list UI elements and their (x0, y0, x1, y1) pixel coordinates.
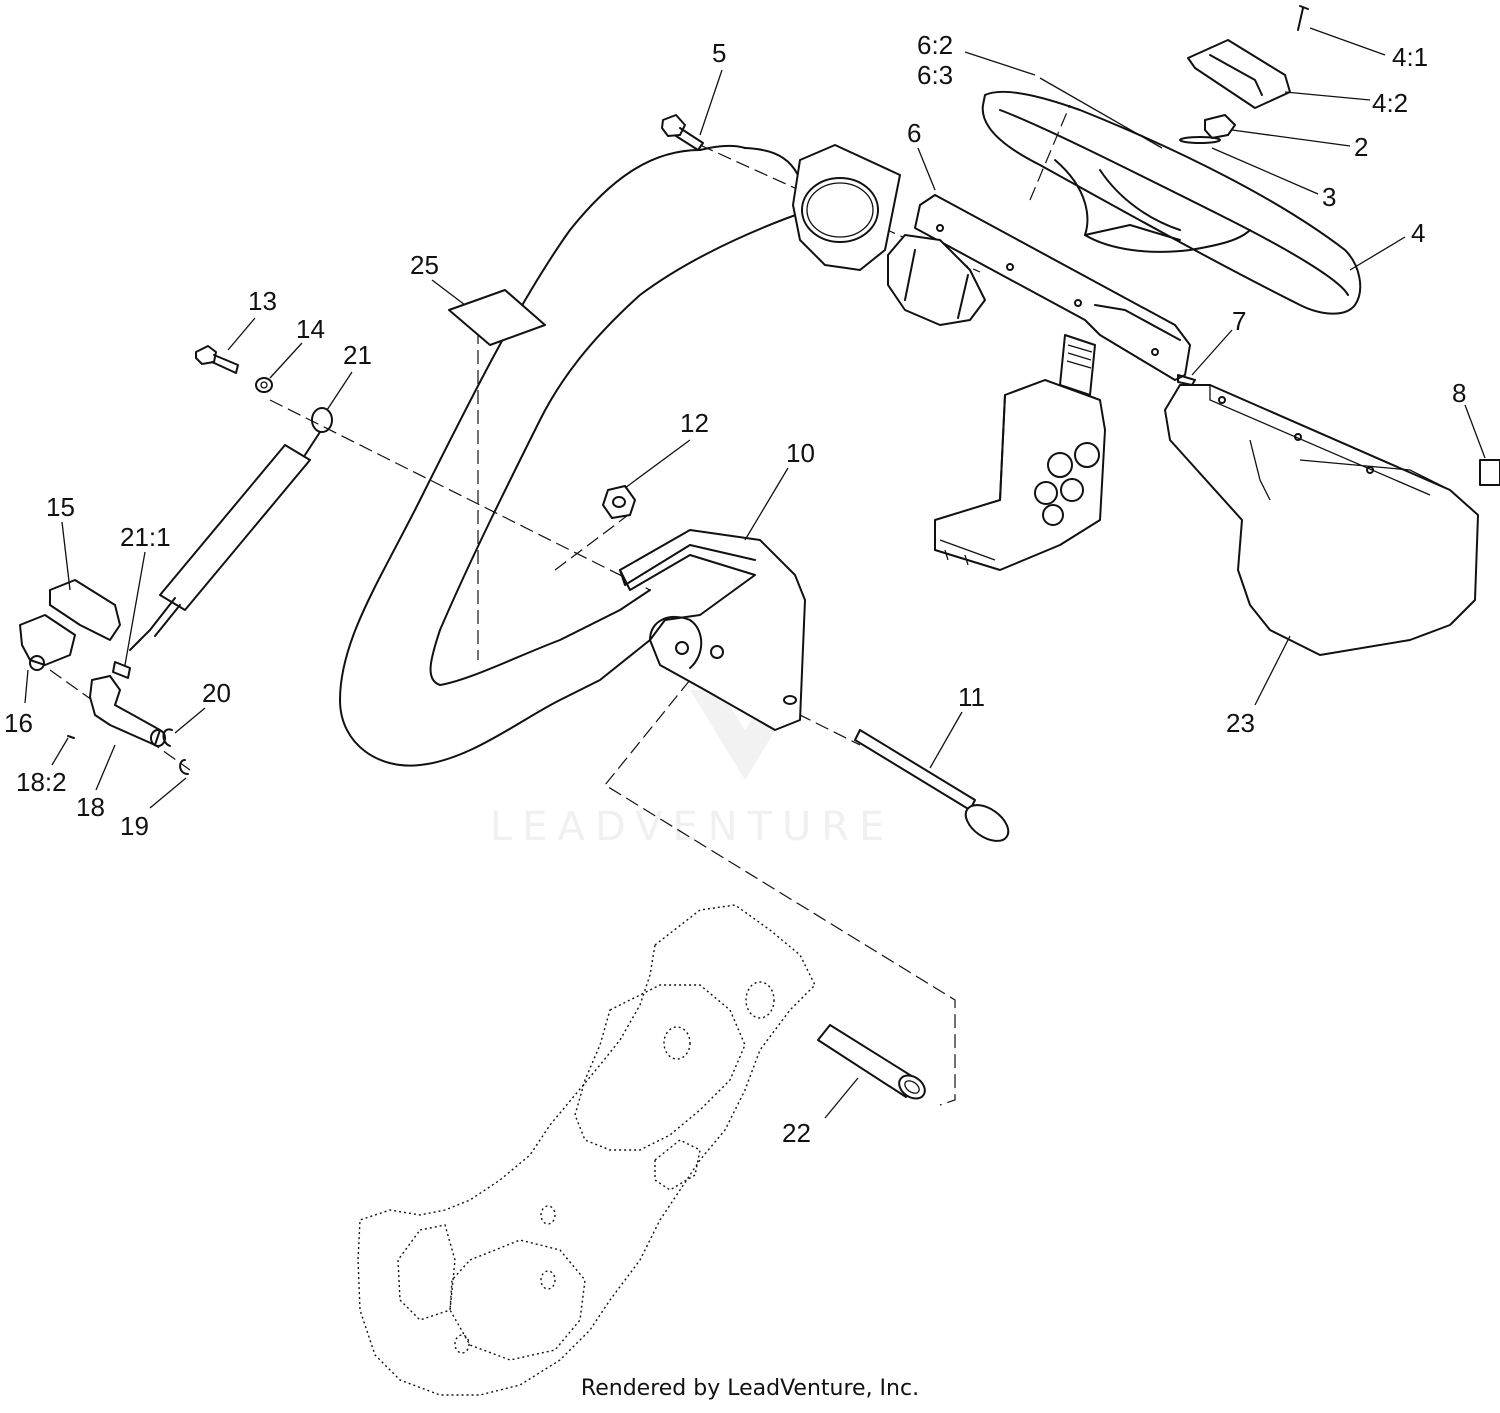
callout-12: 12 (680, 408, 709, 438)
callout-3: 3 (1322, 182, 1336, 212)
callout-5: 5 (712, 38, 726, 68)
leader-lines (24, 27, 1486, 1119)
callout-19: 19 (120, 811, 149, 841)
callout-21: 21 (343, 340, 372, 370)
steering-wheel (981, 90, 1362, 315)
callout-22: 22 (782, 1118, 811, 1148)
callout-4: 4 (1411, 218, 1425, 248)
callout-14: 14 (296, 314, 325, 344)
gas-spring (129, 407, 333, 651)
callout-6: 6 (907, 118, 921, 148)
callout-2: 2 (1354, 132, 1368, 162)
callout-labels: 5 6:2 6:3 4:1 4:2 2 3 4 6 7 8 25 13 14 2… (4, 30, 1466, 1148)
callout-4-1: 4:1 (1392, 42, 1428, 72)
hardware (195, 5, 1500, 519)
callout-23: 23 (1226, 708, 1255, 738)
callout-15: 15 (46, 492, 75, 522)
steering-tower-tube (339, 144, 901, 767)
callout-11: 11 (958, 682, 985, 712)
steering-valve (934, 334, 1106, 571)
callout-18-2: 18:2 (16, 767, 67, 797)
latch-assembly (19, 579, 189, 775)
callout-18: 18 (76, 792, 105, 822)
callout-7: 7 (1232, 306, 1246, 336)
callout-6-3: 6:3 (917, 60, 953, 90)
pivot-bracket (619, 529, 806, 731)
pivot-pin (854, 729, 1010, 842)
callout-25: 25 (410, 250, 439, 280)
frame-casting (357, 904, 816, 1396)
callout-8: 8 (1452, 378, 1466, 408)
callout-21-1: 21:1 (120, 522, 171, 552)
rendered-by-credit: Rendered by LeadVenture, Inc. (580, 1376, 920, 1401)
callout-10: 10 (786, 438, 815, 468)
steering-cover (1164, 384, 1479, 656)
callout-4-2: 4:2 (1372, 88, 1408, 118)
callout-16: 16 (4, 708, 33, 738)
callout-13: 13 (248, 286, 277, 316)
callout-20: 20 (202, 678, 231, 708)
bushing (817, 1024, 926, 1100)
callout-6-2: 6:2 (917, 30, 953, 60)
steering-mount-plate (887, 194, 1191, 381)
watermark-text: LEADVENTURE (490, 804, 894, 850)
